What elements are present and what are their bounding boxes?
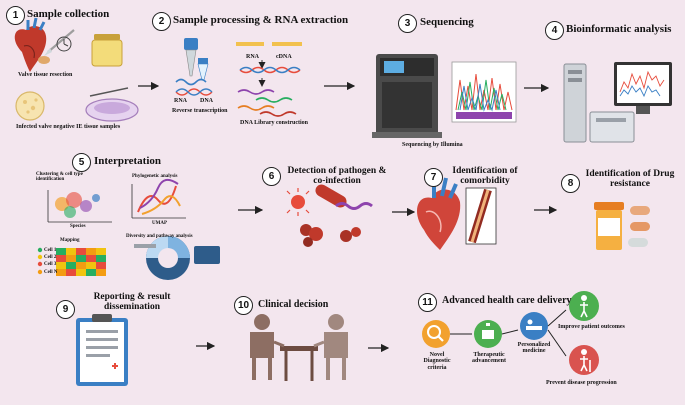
therapeutic-icon: [474, 320, 502, 348]
tissue-icon: [38, 56, 50, 64]
step-7-title: Identification of comorbidity: [452, 166, 518, 186]
dna-helix-icon: [175, 88, 213, 96]
cell-2-label: Cell 2: [44, 255, 57, 260]
step-2-title: Sample processing & RNA extraction: [173, 14, 349, 26]
rna-label: RNA: [174, 98, 187, 104]
step-8-badge: 8: [561, 174, 580, 193]
sample-tube-icon: [197, 58, 209, 81]
step-4-badge: 4: [545, 21, 564, 40]
diversity-label: Diversity and pathway analysis: [126, 234, 193, 239]
step-10-title: Clinical decision: [258, 299, 329, 310]
storage-box-icon: [589, 111, 635, 143]
personalized-label: Personalized medicine: [517, 342, 551, 355]
outcome-person-icon: [569, 291, 599, 321]
petri-dish-icon: [85, 87, 139, 122]
step-9-title: Reporting & result dissemination: [93, 292, 171, 312]
heart-icon: [14, 17, 47, 72]
step-3-badge: 3: [398, 14, 417, 33]
phylogenetic-label: Phylogenetic analysis: [132, 174, 178, 179]
clustering-label: Clustering & cell type identification: [36, 172, 83, 183]
step-8-title: Identification of Drug resistance: [585, 169, 675, 189]
pill-bottle-icon: [594, 202, 650, 250]
cell-n-label: Cell N: [44, 270, 58, 275]
pathogen-icon: [286, 184, 373, 247]
consultation-icon: [250, 314, 348, 381]
mapping-label: Mapping: [60, 238, 80, 243]
therapeutic-label: Therapeutic advancement: [472, 352, 506, 365]
step-5-badge: 5: [72, 153, 91, 172]
cell-1-label: Cell 1: [44, 248, 57, 253]
flow-arrows: [138, 81, 558, 353]
sequencing-caption: Sequencing by Illumina: [402, 142, 463, 148]
culture-plate-icon: [15, 91, 45, 121]
library-construction-label: DNA Library construction: [240, 120, 308, 126]
step-6-title: Detection of pathogen & co-infection: [287, 166, 387, 186]
step-2-badge: 2: [152, 12, 171, 31]
rna-strand-icon: [175, 78, 207, 86]
mapping-heatmap: [37, 247, 106, 276]
personalized-medicine-icon: [520, 312, 548, 340]
report-clipboard-icon: [76, 314, 128, 386]
step-1-title: Sample collection: [27, 8, 110, 20]
cdna-label: cDNA: [276, 54, 292, 60]
prevent-person-icon: [569, 345, 599, 375]
umap-plot: [131, 178, 186, 219]
step-6-badge: 6: [262, 167, 281, 186]
step-11-badge: 11: [418, 293, 437, 312]
artery-icon: [465, 187, 497, 245]
step-5-title: Interpretation: [94, 155, 162, 167]
valve-resection-label: Valve tissue resection: [18, 72, 73, 78]
cell-3-label: Cell 3: [44, 262, 57, 267]
clock-icon: [56, 36, 72, 52]
improve-outcomes-label: Improve patient outcomes: [558, 324, 625, 330]
chromatogram-icon: [451, 61, 517, 123]
step-4-title: Bioinformatic analysis: [566, 23, 672, 35]
step-7-badge: 7: [424, 168, 443, 187]
pipette-icon: [184, 38, 198, 77]
prevent-progression-label: Prevent disease progression: [546, 380, 617, 386]
step-9-badge: 9: [56, 300, 75, 319]
cluster-plot: [47, 190, 112, 223]
diagnostic-search-icon: [422, 320, 450, 348]
species-axis-label: Species: [70, 224, 86, 229]
infected-samples-label: Infected valve negative IE tissue sample…: [16, 124, 121, 130]
step-11-title: Advanced health care delivery: [442, 295, 572, 306]
step-1-badge: 1: [6, 6, 25, 25]
sample-jar-icon: [91, 34, 123, 67]
delivery-connectors: [450, 309, 567, 357]
dna-label: DNA: [200, 98, 213, 104]
diversity-pie: [134, 236, 220, 280]
monitor-icon: [614, 62, 672, 114]
sequencer-icon: [372, 54, 442, 138]
rna-label-2: RNA: [246, 54, 259, 60]
scalpel-icon: [44, 29, 75, 56]
heart-anatomy-icon: [417, 177, 461, 250]
step-3-title: Sequencing: [420, 16, 474, 28]
novel-diagnostic-label: Novel Diagnostic criteria: [423, 352, 451, 371]
reverse-transcription-label: Reverse transcription: [172, 108, 228, 114]
library-construction-icon: [236, 42, 302, 117]
computer-tower-icon: [563, 63, 587, 143]
umap-axis-label: UMAP: [152, 221, 167, 226]
step-10-badge: 10: [234, 296, 253, 315]
